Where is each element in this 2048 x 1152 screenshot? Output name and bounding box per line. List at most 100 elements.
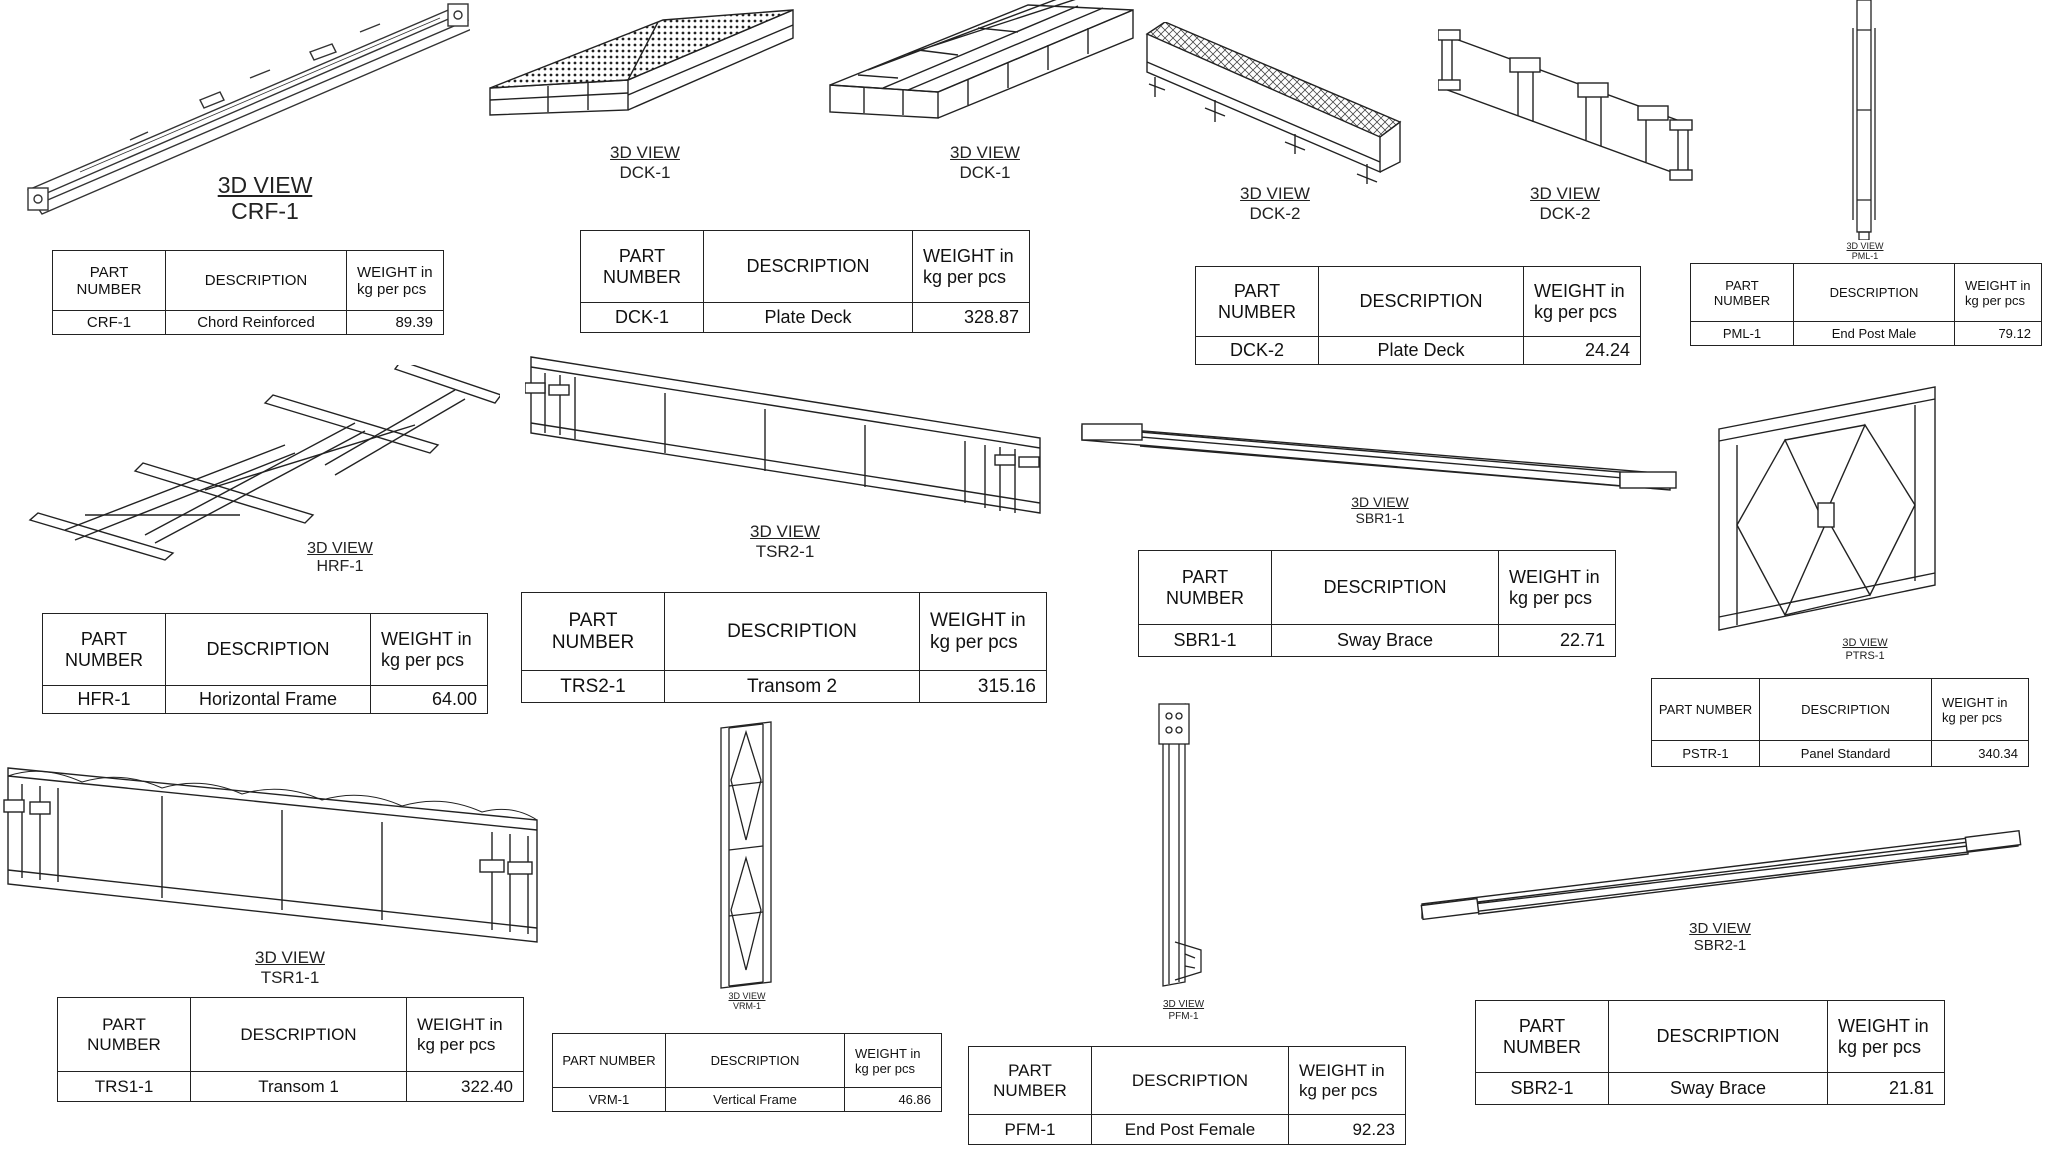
cell-weight: 79.12 [1954,321,2042,346]
trs2-1-caption: 3D VIEW TSR2-1 [725,522,845,561]
view-label: 3D VIEW [1689,920,1751,937]
header-part-number: PART NUMBER [521,592,665,671]
vrm-1-drawing [715,720,777,990]
header-part-number: PART NUMBER [42,613,166,686]
pml-1-drawing [1845,0,1885,240]
sbr1-1-table: PART NUMBER DESCRIPTION WEIGHT in kg per… [1138,550,1616,657]
cell-description: Chord Reinforced [165,310,347,335]
cell-description: Transom 2 [664,670,920,703]
header-weight: WEIGHT in kg per pcs [370,613,488,686]
header-weight: WEIGHT in kg per pcs [919,592,1047,671]
cell-description: Plate Deck [703,302,913,333]
cell-part-number: PML-1 [1690,321,1794,346]
header-part-number: PART NUMBER [552,1033,666,1088]
cell-description: Panel Standard [1759,740,1932,767]
trs2-1-table: PART NUMBER DESCRIPTION WEIGHT in kg per… [521,592,1047,703]
view-label: 3D VIEW [750,522,820,541]
view-label: 3D VIEW [1162,999,1205,1010]
view-label: 3D VIEW [1842,637,1888,649]
pstr-1-table: PART NUMBER DESCRIPTION WEIGHT in kg per… [1651,678,2029,767]
cell-part-number: TRS1-1 [57,1071,191,1102]
pml-1-caption: 3D VIEW PML-1 [1840,241,1890,262]
cell-weight: 46.86 [844,1087,942,1112]
header-part-number: PART NUMBER [580,230,704,303]
header-description: DESCRIPTION [1271,550,1499,625]
pstr-1-caption: 3D VIEW PTRS-1 [1830,637,1900,662]
view-label: 3D VIEW [307,540,373,557]
pml-1-table: PART NUMBER DESCRIPTION WEIGHT in kg per… [1690,263,2042,346]
cell-description: Plate Deck [1318,336,1524,365]
header-weight: WEIGHT in kg per pcs [346,250,444,311]
cell-part-number: PSTR-1 [1651,740,1760,767]
header-weight: WEIGHT in kg per pcs [1523,266,1641,337]
dck-2-caption-right: 3D VIEW DCK-2 [1500,184,1630,223]
header-weight: WEIGHT in kg per pcs [1931,678,2029,741]
trs1-1-drawing [2,760,542,945]
caption-code: CRF-1 [231,198,299,225]
header-description: DESCRIPTION [1318,266,1524,337]
hfr-1-table: PART NUMBER DESCRIPTION WEIGHT in kg per… [42,613,488,714]
trs2-1-drawing [525,353,1045,523]
cell-description: End Post Female [1091,1114,1289,1145]
header-weight: WEIGHT in kg per pcs [1288,1046,1406,1115]
cell-part-number: DCK-1 [580,302,704,333]
pfm-1-caption: 3D VIEW PFM-1 [1156,999,1211,1022]
sbr2-1-caption: 3D VIEW SBR2-1 [1665,920,1775,955]
cell-description: Vertical Frame [665,1087,845,1112]
header-description: DESCRIPTION [190,997,407,1072]
caption-code: DCK-2 [1539,203,1591,223]
trs1-1-table: PART NUMBER DESCRIPTION WEIGHT in kg per… [57,997,524,1102]
sbr1-1-drawing [1080,420,1680,495]
dck-2-drawing-left [1145,22,1405,187]
header-part-number: PART NUMBER [1138,550,1272,625]
header-weight: WEIGHT in kg per pcs [406,997,524,1072]
crf-1-drawing [20,0,470,215]
caption-code: DCK-1 [959,162,1011,182]
dck-1-caption-left: 3D VIEW DCK-1 [580,143,710,182]
header-part-number: PART NUMBER [1651,678,1760,741]
caption-code: PTRS-1 [1845,649,1885,662]
header-description: DESCRIPTION [664,592,920,671]
view-label: 3D VIEW [1530,184,1600,203]
view-label: 3D VIEW [1240,184,1310,203]
header-description: DESCRIPTION [703,230,913,303]
dck-1-caption-right: 3D VIEW DCK-1 [920,143,1050,182]
header-description: DESCRIPTION [1608,1000,1828,1073]
dck-1-drawing-right [828,0,1138,140]
dck-1-drawing-left [488,0,798,140]
pfm-1-table: PART NUMBER DESCRIPTION WEIGHT in kg per… [968,1046,1406,1145]
dck-2-caption-left: 3D VIEW DCK-2 [1210,184,1340,223]
hfr-1-drawing [25,365,500,565]
dck-1-table: PART NUMBER DESCRIPTION WEIGHT in kg per… [580,230,1030,333]
header-weight: WEIGHT in kg per pcs [1954,263,2042,322]
cell-part-number: SBR2-1 [1475,1072,1609,1105]
caption-code: TSR2-1 [755,541,815,561]
header-part-number: PART NUMBER [1690,263,1794,322]
cell-weight: 24.24 [1523,336,1641,365]
caption-code: VRM-1 [732,1001,761,1012]
cell-weight: 315.16 [919,670,1047,703]
header-part-number: PART NUMBER [52,250,166,311]
cell-weight: 322.40 [406,1071,524,1102]
cell-description: Transom 1 [190,1071,407,1102]
cell-description: End Post Male [1793,321,1955,346]
caption-code: PML-1 [1851,251,1879,262]
crf-1-caption: 3D VIEW CRF-1 [180,172,350,225]
cell-part-number: TRS2-1 [521,670,665,703]
caption-code: PFM-1 [1168,1010,1199,1022]
header-description: DESCRIPTION [165,613,371,686]
caption-code: TSR1-1 [260,967,320,987]
header-weight: WEIGHT in kg per pcs [1498,550,1616,625]
view-label: 3D VIEW [255,948,325,967]
header-description: DESCRIPTION [1759,678,1932,741]
header-description: DESCRIPTION [665,1033,845,1088]
dck-2-table: PART NUMBER DESCRIPTION WEIGHT in kg per… [1195,266,1641,365]
view-label: 3D VIEW [217,172,313,198]
hfr-1-caption: 3D VIEW HRF-1 [285,540,395,577]
caption-code: SBR1-1 [1355,510,1405,527]
vrm-1-table: PART NUMBER DESCRIPTION WEIGHT in kg per… [552,1033,942,1112]
header-part-number: PART NUMBER [1475,1000,1609,1073]
view-label: 3D VIEW [728,991,766,1001]
cell-weight: 340.34 [1931,740,2029,767]
crf-1-table: PART NUMBER DESCRIPTION WEIGHT in kg per… [52,250,444,335]
